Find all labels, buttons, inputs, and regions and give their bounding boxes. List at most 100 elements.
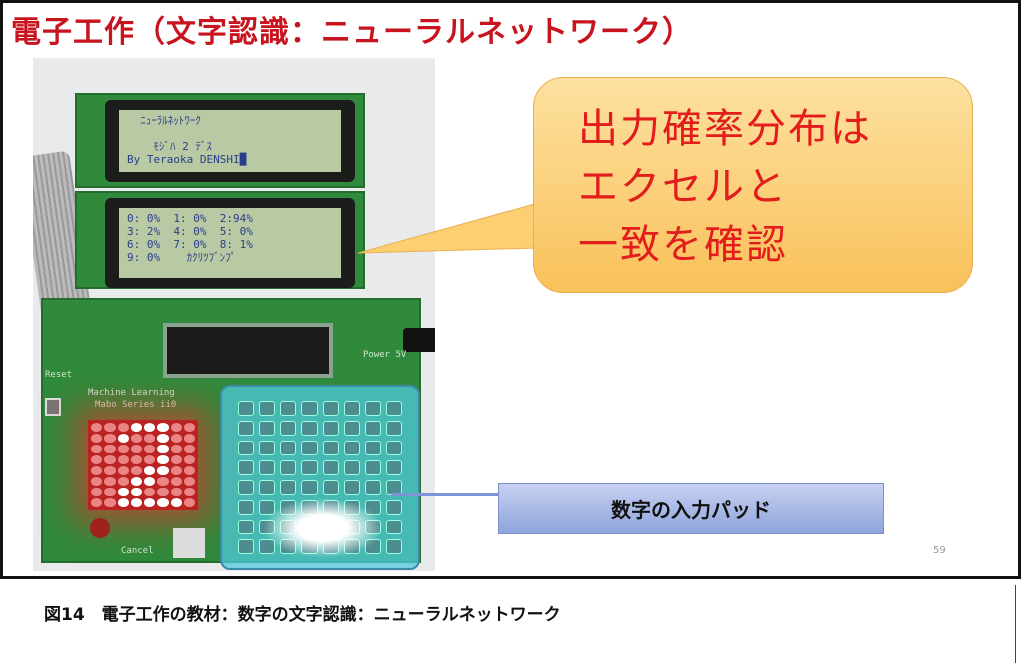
callout-bubble: 出力確率分布は エクセルと 一致を確認 — [533, 77, 973, 293]
pad-key — [322, 480, 339, 495]
led-dot — [91, 487, 103, 497]
led-dot — [170, 476, 182, 486]
pad-key — [280, 401, 297, 416]
pad-key — [238, 499, 255, 515]
pad-key — [259, 440, 276, 456]
led-dot — [91, 423, 103, 432]
led-dot — [157, 466, 169, 475]
pad-key — [385, 460, 402, 475]
pad-key — [322, 460, 339, 475]
led-dot — [130, 455, 142, 464]
pad-key — [364, 401, 381, 416]
reset-label: Reset — [45, 370, 73, 380]
figure-caption: 図14 電子工作の教材：数字の文字認識：ニューラルネットワーク — [44, 605, 561, 625]
led-dot — [170, 433, 182, 443]
pad-key — [301, 480, 318, 495]
power-jack — [403, 328, 435, 352]
pad-key — [259, 460, 276, 475]
pad-pointer-line — [391, 493, 499, 496]
led-dot — [130, 423, 142, 432]
pad-key — [343, 420, 360, 436]
pad-key — [385, 539, 402, 554]
slide-title: 電子工作（文字認識：ニューラルネットワーク） — [11, 15, 693, 50]
pad-key — [364, 420, 381, 436]
pad-key — [238, 460, 255, 475]
led-dot — [91, 444, 103, 454]
led-matrix — [88, 420, 198, 510]
led-dot — [183, 433, 195, 443]
led-dot — [157, 476, 169, 486]
led-dot — [117, 433, 129, 443]
power-label: Power 5V — [363, 350, 407, 360]
led-dot — [104, 433, 116, 443]
pad-key — [259, 401, 276, 416]
page-number: 59 — [933, 545, 946, 556]
pad-key — [301, 420, 318, 436]
pad-key — [280, 460, 297, 475]
series-label-1: Machine Learning — [88, 388, 175, 398]
slide: 電子工作（文字認識：ニューラルネットワーク） ﾆｭｰﾗﾙﾈｯﾄﾜｰｸ ﾓｼﾞﾊ … — [0, 0, 1021, 579]
pad-key — [385, 420, 402, 436]
pad-key — [385, 440, 402, 456]
led-dot — [104, 423, 116, 432]
pad-key — [238, 440, 255, 456]
pad-key — [343, 460, 360, 475]
margin-rule — [1015, 585, 1016, 663]
led-dot — [91, 466, 103, 475]
callout-line: エクセルと — [578, 164, 788, 210]
led-dot — [117, 476, 129, 486]
led-dot — [144, 466, 156, 475]
pad-key — [322, 401, 339, 416]
cancel-label: Cancel — [121, 546, 154, 556]
led-dot — [91, 433, 103, 443]
pad-key — [364, 440, 381, 456]
pad-key — [301, 440, 318, 456]
led-dot — [183, 476, 195, 486]
pad-key — [259, 420, 276, 436]
led-dot — [130, 476, 142, 486]
led-dot — [144, 487, 156, 497]
led-dot — [104, 476, 116, 486]
led-dot — [157, 498, 169, 507]
pad-key — [280, 420, 297, 436]
led-dot — [144, 476, 156, 486]
lcd-display-bottom: 0: 0% 1: 0% 2:94% 3: 2% 4: 0% 5: 0% 6: 0… — [105, 198, 355, 288]
led-dot — [130, 487, 142, 497]
led-dot — [91, 476, 103, 486]
led-dot — [170, 444, 182, 454]
pad-key — [301, 401, 318, 416]
led-dot — [183, 498, 195, 507]
led-dot — [170, 455, 182, 464]
pad-key — [322, 420, 339, 436]
led-dot — [183, 487, 195, 497]
led-dot — [157, 444, 169, 454]
led-dot — [144, 444, 156, 454]
pad-key — [259, 480, 276, 495]
led-dot — [130, 466, 142, 475]
light-glare — [263, 498, 383, 558]
led-dot — [157, 487, 169, 497]
led-dot — [130, 498, 142, 507]
pad-key — [385, 401, 402, 416]
pad-key — [385, 499, 402, 515]
led-dot — [170, 466, 182, 475]
led-dot — [130, 433, 142, 443]
led-dot — [130, 444, 142, 454]
pad-key — [364, 480, 381, 495]
device-photo: ﾆｭｰﾗﾙﾈｯﾄﾜｰｸ ﾓｼﾞﾊ 2 ﾃﾞｽ By Teraoka DENSHI… — [33, 58, 435, 571]
led-dot — [144, 433, 156, 443]
reset-button — [45, 398, 61, 416]
led-dot — [170, 423, 182, 432]
pad-key — [385, 519, 402, 535]
led-dot — [104, 498, 116, 507]
led-dot — [117, 455, 129, 464]
pad-key — [343, 480, 360, 495]
led-dot — [183, 423, 195, 432]
led-dot — [157, 423, 169, 432]
lcd-screen-bottom: 0: 0% 1: 0% 2:94% 3: 2% 4: 0% 5: 0% 6: 0… — [119, 208, 341, 278]
led-dot — [117, 498, 129, 507]
led-dot — [91, 455, 103, 464]
led-dot — [170, 487, 182, 497]
led-dot — [117, 423, 129, 432]
pad-key — [280, 480, 297, 495]
